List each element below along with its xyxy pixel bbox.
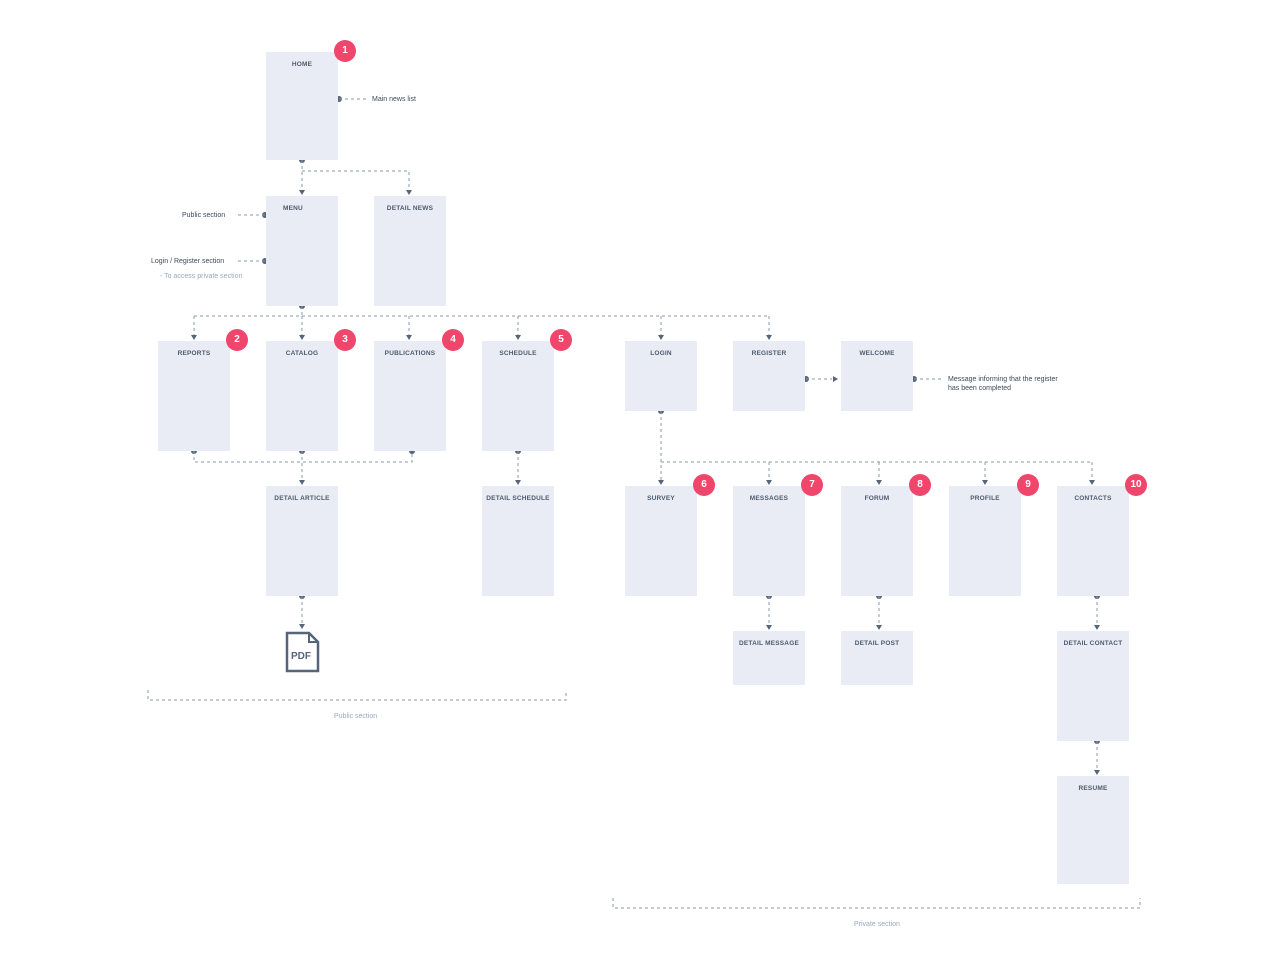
screen-title: DETAIL MESSAGE xyxy=(739,640,799,647)
screen-detail-contact: DETAIL CONTACT xyxy=(1057,631,1129,741)
screen-login: LOGIN xyxy=(625,341,697,411)
screen-reports: REPORTS xyxy=(158,341,230,451)
screen-messages: MESSAGES xyxy=(733,486,805,596)
arrow-head xyxy=(299,190,305,195)
connector xyxy=(193,451,413,463)
arrow-head xyxy=(406,335,412,340)
step-badge: 4 xyxy=(442,329,464,351)
annotation-access-private: - To access private section xyxy=(160,273,243,280)
screen-profile: PROFILE xyxy=(949,486,1021,596)
annotation-main-news-list: Main news list xyxy=(372,96,416,103)
arrow-head xyxy=(299,624,305,629)
screen-title: CATALOG xyxy=(285,350,319,357)
screen-title: DETAIL CONTACT xyxy=(1063,640,1123,647)
screen-title: DETAIL POST xyxy=(854,640,900,647)
arrow-head xyxy=(1094,625,1100,630)
step-badge: 3 xyxy=(334,329,356,351)
screen-detail-post: DETAIL POST xyxy=(841,631,913,685)
screen-title: PUBLICATIONS xyxy=(384,350,436,357)
screen-detail-schedule: DETAIL SCHEDULE xyxy=(482,486,554,596)
screen-title: DETAIL SCHEDULE xyxy=(486,495,550,502)
screen-publications: PUBLICATIONS xyxy=(374,341,446,451)
arrow-head xyxy=(191,335,197,340)
connector xyxy=(147,690,567,701)
arrow-head xyxy=(299,480,305,485)
arrow-head xyxy=(766,625,772,630)
screen-title: SCHEDULE xyxy=(499,350,537,357)
step-badge: 6 xyxy=(693,474,715,496)
step-badge: 7 xyxy=(801,474,823,496)
screen-title: REGISTER xyxy=(751,350,787,357)
public-section-label: Public section xyxy=(334,713,378,720)
screen-welcome: WELCOME xyxy=(841,341,913,411)
arrow-head xyxy=(515,480,521,485)
annotation-register-message-2: has been completed xyxy=(948,385,1012,392)
screen-title: MESSAGES xyxy=(749,495,789,502)
screen-forum: FORUM xyxy=(841,486,913,596)
screen-title: REPORTS xyxy=(177,350,211,357)
pdf-label: PDF xyxy=(291,651,311,662)
arrow-head xyxy=(299,335,305,340)
screen-title: MENU xyxy=(283,205,303,212)
step-badge: 10 xyxy=(1125,474,1147,496)
screen-resume: RESUME xyxy=(1057,776,1129,884)
annotation-public-section: Public section xyxy=(182,212,226,219)
screen-survey: SURVEY xyxy=(625,486,697,596)
screen-detail-news: DETAIL NEWS xyxy=(374,196,446,306)
screen-title: SURVEY xyxy=(647,495,675,502)
arrow-head xyxy=(1089,480,1095,485)
step-badge: 2 xyxy=(226,329,248,351)
screen-title: RESUME xyxy=(1078,785,1108,792)
screen-title: CONTACTS xyxy=(1074,495,1112,502)
step-badge: 9 xyxy=(1017,474,1039,496)
step-badge: 8 xyxy=(909,474,931,496)
pdf-file-icon xyxy=(285,631,320,673)
screen-detail-message: DETAIL MESSAGE xyxy=(733,631,805,685)
screen-menu: MENU xyxy=(266,196,338,306)
arrow-head xyxy=(876,480,882,485)
screen-title: DETAIL ARTICLE xyxy=(274,495,330,502)
arrow-head xyxy=(406,190,412,195)
screen-schedule: SCHEDULE xyxy=(482,341,554,451)
step-badge: 1 xyxy=(334,40,356,62)
connector xyxy=(612,898,1141,909)
screen-title: LOGIN xyxy=(650,350,672,357)
arrow-head xyxy=(876,625,882,630)
annotation-login-register-section: Login / Register section xyxy=(151,258,225,265)
screen-catalog: CATALOG xyxy=(266,341,338,451)
arrow-head xyxy=(1094,770,1100,775)
arrow-head xyxy=(658,335,664,340)
step-badge: 5 xyxy=(550,329,572,351)
annotation-register-message-1: Message informing that the register xyxy=(948,376,1058,383)
screen-title: FORUM xyxy=(864,495,890,502)
pdf-file-fold xyxy=(308,633,318,643)
screen-title: WELCOME xyxy=(859,350,895,357)
connector xyxy=(302,170,410,190)
screen-register: REGISTER xyxy=(733,341,805,411)
screen-title: PROFILE xyxy=(970,495,1000,502)
private-section-label: Private section xyxy=(854,921,900,928)
arrow-head xyxy=(766,335,772,340)
screen-home: HOME xyxy=(266,52,338,160)
arrow-head xyxy=(515,335,521,340)
arrow-head xyxy=(833,376,838,382)
screen-title: DETAIL NEWS xyxy=(386,205,434,212)
screen-contacts: CONTACTS xyxy=(1057,486,1129,596)
arrow-head xyxy=(766,480,772,485)
screen-detail-article: DETAIL ARTICLE xyxy=(266,486,338,596)
arrow-head xyxy=(982,480,988,485)
arrow-head xyxy=(658,480,664,485)
screen-title: HOME xyxy=(291,61,313,68)
